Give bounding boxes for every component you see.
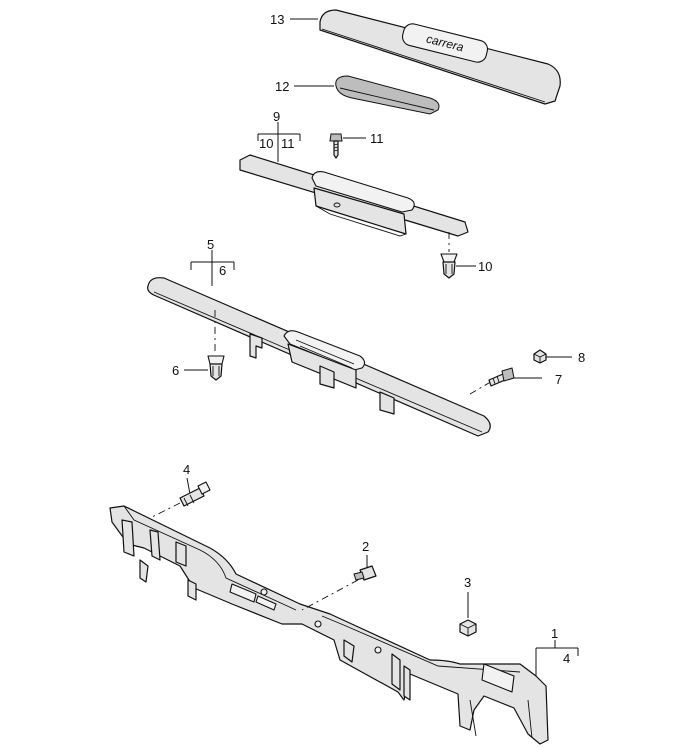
callout-1-sub-4: 4 [563, 651, 570, 666]
callout-10: 10 [478, 259, 492, 274]
part-7-screw [488, 367, 515, 387]
callout-5: 5 [207, 237, 214, 252]
callout-4: 4 [183, 462, 190, 477]
bracket-1 [535, 640, 579, 676]
bracket-9 [257, 122, 301, 162]
part-5-trim-panel [147, 277, 491, 437]
callout-11: 11 [370, 131, 384, 146]
part-2-screw [353, 565, 377, 581]
callout-6: 6 [172, 363, 179, 378]
part-9-handle-panel [239, 154, 469, 237]
callout-12: 12 [275, 79, 289, 94]
part-3-nut [459, 619, 477, 637]
part-12-handle-insert [335, 75, 440, 115]
callout-9-sub-10: 10 [259, 136, 273, 151]
callout-2: 2 [362, 539, 369, 554]
part-11-screw [329, 133, 343, 159]
bracket-5 [190, 250, 235, 286]
callout-1: 1 [551, 626, 558, 641]
callout-9-sub-11: 11 [281, 136, 295, 151]
callout-7: 7 [555, 372, 562, 387]
part-6-clip [207, 355, 225, 381]
part-10-clip [440, 253, 458, 279]
callout-8: 8 [578, 350, 585, 365]
part-13-trim-cover: carrera [319, 9, 561, 105]
callout-5-sub-6: 6 [219, 263, 226, 278]
part-1-carrier [109, 505, 549, 745]
part-4-stud [179, 481, 211, 507]
callout-9: 9 [273, 109, 280, 124]
callout-13: 13 [270, 12, 284, 27]
part-8-nut [533, 349, 547, 364]
callout-3: 3 [464, 575, 471, 590]
